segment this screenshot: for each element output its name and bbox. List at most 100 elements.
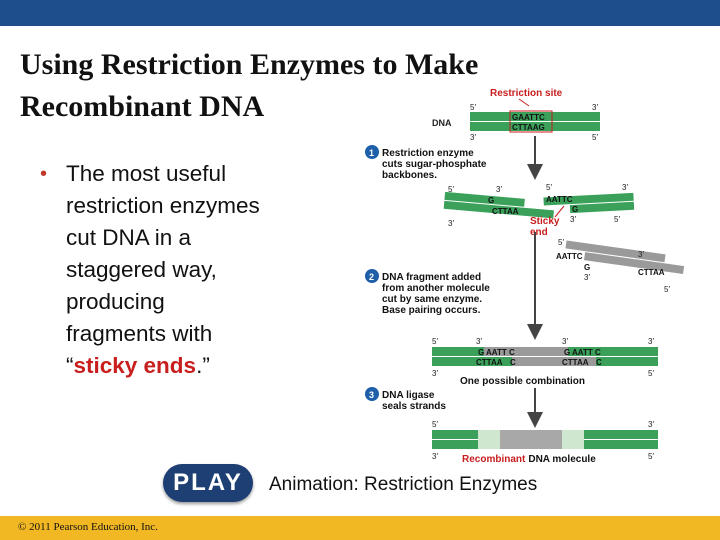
combo-top-green-left <box>432 347 484 356</box>
recomb-3prime-bottom: 3′ <box>432 452 438 461</box>
dna-label: DNA <box>432 118 452 128</box>
dna-5prime-top: 5′ <box>470 103 476 112</box>
combo-3prime-5prime-a: 3′ <box>476 337 482 346</box>
bullet-line: restriction enzymes <box>66 193 260 218</box>
footer-bar <box>0 516 720 540</box>
right-frag-3prime-bottom: 3′ <box>570 215 576 224</box>
added-frag-top-seq: AATTC <box>556 252 583 261</box>
added-frag-3prime-bottom: 3′ <box>584 273 590 282</box>
left-frag-top-seq: G <box>488 196 494 205</box>
copyright-text: © 2011 Pearson Education, Inc. <box>18 521 158 533</box>
play-animation-button[interactable]: PLAY <box>163 464 253 502</box>
combo-seq-cttaa2: CTTAA <box>562 358 589 367</box>
combo-5prime-bottom-right: 5′ <box>648 369 654 378</box>
recomb-insert-gray <box>500 430 562 449</box>
step2-text-line3: cut by same enzyme. <box>382 294 482 305</box>
sticky-ends-emphasis: sticky ends <box>73 353 197 378</box>
bullet-quote-close: .” <box>196 353 210 378</box>
step2-text-line4: Base pairing occurs. <box>382 305 481 316</box>
step1-text-line2: cuts sugar-phosphate <box>382 159 487 170</box>
dna-5prime-bottom: 5′ <box>592 133 598 142</box>
step2-text-line2: from another molecule <box>382 283 490 294</box>
added-frag-bottom-seq-right: CTTAA <box>638 268 665 277</box>
dna-top-strand <box>470 112 600 121</box>
right-frag-bottom-seq: G <box>572 205 578 214</box>
bullet-quote-open: “ <box>66 353 74 378</box>
combo-bottom-gray-mid <box>512 357 596 366</box>
sticky-end-label-line1: Sticky <box>530 216 560 227</box>
combo-top-gray-mid <box>484 347 568 356</box>
slide-title-line1: Using Restriction Enzymes to Make <box>20 48 479 81</box>
step2-badge <box>365 269 379 283</box>
combo-seq-aattc2: AATT C <box>572 348 601 357</box>
combo-seq-g2: G <box>564 348 570 357</box>
restriction-site-pointer <box>518 98 530 107</box>
recomb-5prime-top: 5′ <box>432 420 438 429</box>
step1-text-line3: backbones. <box>382 170 437 181</box>
combo-seq-c1: C <box>510 358 516 367</box>
step1-text-line1: Restriction enzyme <box>382 148 474 159</box>
left-frag-3prime-top: 3′ <box>496 185 502 194</box>
recombinant-word: Recombinant <box>462 454 526 465</box>
bullet-line: staggered way, <box>66 257 217 282</box>
restriction-site-label: Restriction site <box>490 88 563 99</box>
right-fragment <box>543 192 635 214</box>
site-top-sequence: GAATTC <box>512 113 545 122</box>
left-fragment <box>443 191 554 219</box>
restriction-site-box <box>509 110 553 133</box>
combo-3prime-5prime-b: 3′ <box>562 337 568 346</box>
added-frag-3prime-top: 3′ <box>638 250 644 259</box>
restriction-enzyme-diagram: Restriction site DNA 5′ 3′ GAATTC CTTAAG… <box>365 88 685 465</box>
combo-top-green-right <box>568 347 658 356</box>
step2-text-line1: DNA fragment added <box>382 272 481 283</box>
dna-3prime-top: 3′ <box>592 103 598 112</box>
combo-3prime-bottom-left: 3′ <box>432 369 438 378</box>
added-fragment <box>565 240 685 275</box>
bullet-line: fragments with <box>66 321 213 346</box>
right-frag-5prime-bottom: 5′ <box>614 215 620 224</box>
recomb-3prime-top: 3′ <box>648 420 654 429</box>
step2-number: 2 <box>369 272 374 282</box>
recomb-insert-light-b <box>562 430 584 449</box>
combo-bottom-green-right <box>596 357 658 366</box>
step3-badge <box>365 387 379 401</box>
step1-number: 1 <box>369 148 374 158</box>
step1-badge <box>365 145 379 159</box>
combo-bottom-green-left <box>432 357 512 366</box>
bullet-marker: • <box>40 163 48 185</box>
left-frag-5prime: 5′ <box>448 185 454 194</box>
combo-seq-g1: G <box>478 348 484 357</box>
right-frag-5prime: 5′ <box>546 183 552 192</box>
step3-text-line2: seals strands <box>382 401 446 412</box>
bullet-line: producing <box>66 289 165 314</box>
dna-bottom-strand <box>470 122 600 131</box>
sticky-end-label-line2: end <box>530 227 548 238</box>
animation-label: Animation: Restriction Enzymes <box>269 474 538 495</box>
left-frag-bottom-seq: CTTAA <box>492 207 519 216</box>
right-frag-top-seq: AATTC <box>546 195 573 204</box>
recombinant-rest: DNA molecule <box>528 454 596 465</box>
combo-3prime-right: 3′ <box>648 337 654 346</box>
step3-text-line1: DNA ligase <box>382 390 435 401</box>
combo-seq-cttaa1: CTTAA <box>476 358 503 367</box>
recomb-5prime-bottom: 5′ <box>648 452 654 461</box>
added-frag-5prime-bottom: 5′ <box>664 285 670 294</box>
slide-title-line2: Recombinant DNA <box>20 90 265 123</box>
dna-3prime-bottom: 3′ <box>470 133 476 142</box>
one-possible-combination: One possible combination <box>460 376 585 387</box>
site-bottom-sequence: CTTAAG <box>512 123 545 132</box>
bullet-line: The most useful <box>66 161 227 186</box>
sticky-end-pointer <box>554 205 565 218</box>
combo-5prime-left: 5′ <box>432 337 438 346</box>
top-accent-bar <box>0 0 720 26</box>
slide-title: Using Restriction Enzymes to Make Recomb… <box>20 44 620 128</box>
left-frag-3prime-bottom: 3′ <box>448 219 454 228</box>
right-frag-3prime-top: 3′ <box>622 183 628 192</box>
recomb-insert-light-a <box>478 430 500 449</box>
step3-number: 3 <box>369 390 374 400</box>
bullet-line: cut DNA in a <box>66 225 192 250</box>
added-frag-5prime: 5′ <box>558 238 564 247</box>
added-frag-bottom-seq-left: G <box>584 263 590 272</box>
bullet-text: The most useful restriction enzymes cut … <box>66 158 336 382</box>
